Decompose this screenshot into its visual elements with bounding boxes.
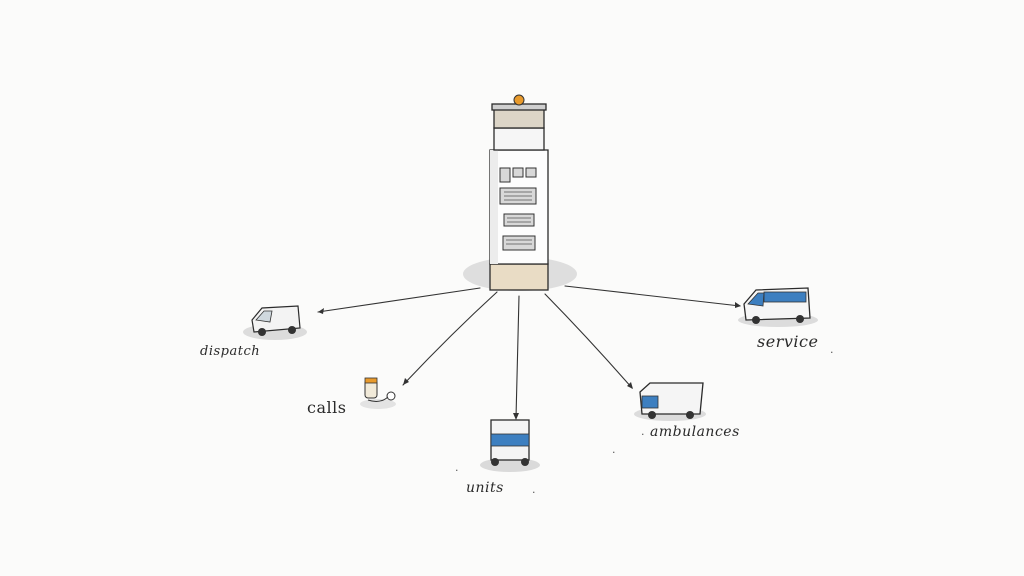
phone-call-icon <box>360 377 396 409</box>
tower-cab <box>493 107 545 129</box>
arrow-heads <box>318 302 741 420</box>
ink-speck: · <box>641 428 645 441</box>
units-truck-icon <box>480 419 540 472</box>
ink-speck: · <box>830 346 834 359</box>
tower-left-shade <box>490 150 498 264</box>
label-calls: calls <box>307 398 347 417</box>
dispatch-van-icon <box>243 305 307 340</box>
arrowhead-dispatch <box>318 308 324 314</box>
panel-1 <box>499 167 511 183</box>
line-to-dispatch <box>317 287 481 313</box>
beacon-light-icon <box>513 94 525 106</box>
ink-speck: · <box>455 464 459 477</box>
line-to-ambulances <box>544 293 633 389</box>
panel-2 <box>512 167 524 178</box>
connection-lines <box>317 285 741 419</box>
ink-speck: · <box>612 446 616 459</box>
control-tower <box>489 94 549 291</box>
line-to-service <box>564 285 741 307</box>
label-dispatch: dispatch <box>200 344 261 359</box>
label-ambulances: ambulances <box>650 424 740 440</box>
line-to-units <box>515 295 520 419</box>
ink-speck: · <box>532 486 536 499</box>
tower-collar <box>493 127 545 151</box>
arrowhead-service <box>735 302 741 308</box>
panel-3 <box>525 167 537 178</box>
line-to-calls <box>402 291 498 386</box>
label-units: units <box>466 480 504 496</box>
tower-base <box>489 263 549 291</box>
service-van-icon <box>738 287 818 327</box>
arrowhead-units <box>513 413 519 420</box>
panel-6 <box>502 235 536 251</box>
label-service: service <box>757 332 819 351</box>
ambulance-icon <box>634 382 706 421</box>
panel-lines <box>504 191 532 245</box>
arrowhead-ambulances <box>627 382 633 389</box>
panel-5 <box>503 213 535 227</box>
arrowhead-calls <box>403 378 409 385</box>
